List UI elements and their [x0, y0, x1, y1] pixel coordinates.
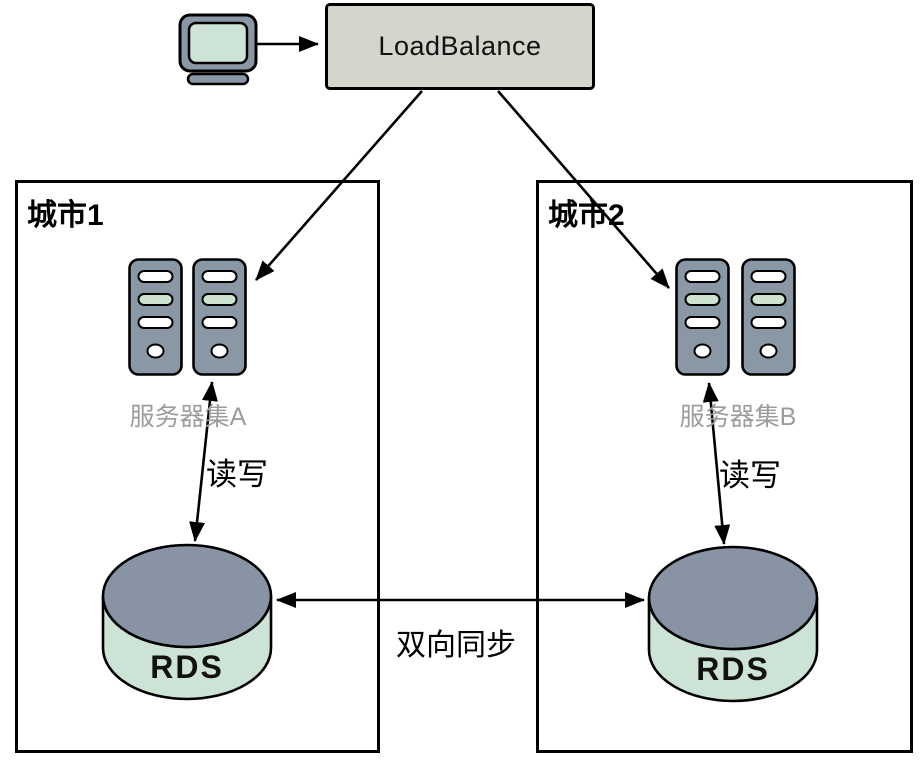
- read-write-label-b: 读写: [719, 458, 781, 493]
- read-write-label-a: 读写: [206, 457, 268, 492]
- database-b-label: RDS: [696, 651, 770, 687]
- server-cluster-a-label: 服务器集A: [129, 403, 247, 431]
- server-cluster-b-label: 服务器集B: [679, 403, 797, 431]
- load-balancer-box: LoadBalance: [325, 3, 595, 90]
- monitor-icon: [178, 13, 258, 86]
- load-balancer-label: LoadBalance: [378, 31, 542, 61]
- city-1-title: 城市1: [27, 199, 104, 232]
- database-a-label: RDS: [150, 649, 224, 685]
- sync-label: 双向同步: [396, 629, 516, 662]
- city-2-title: 城市2: [548, 199, 625, 232]
